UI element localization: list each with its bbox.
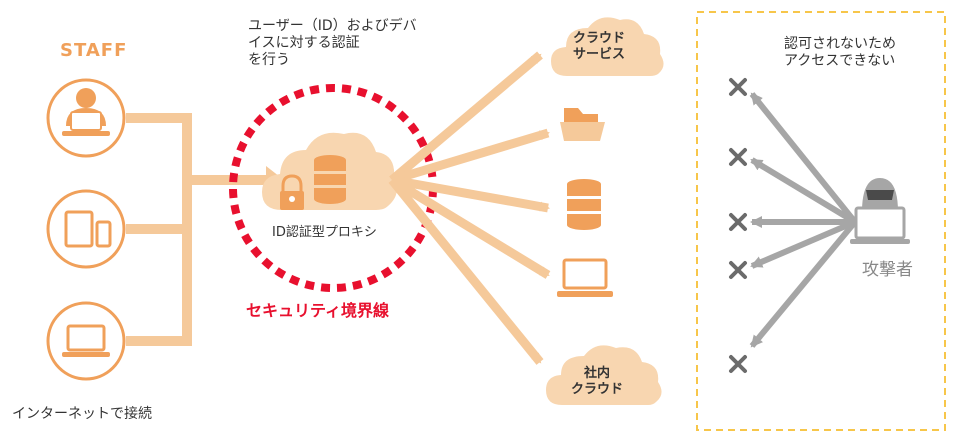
connection-label: インターネットで接続: [12, 406, 152, 422]
denied-line-2: アクセスできない: [784, 53, 896, 69]
folder-icon: [560, 108, 605, 141]
attack-zone-box: [696, 11, 946, 431]
denied-line-1: 認可されないため: [784, 36, 896, 52]
hacker-icon: [850, 178, 910, 244]
lock-icon: [280, 174, 304, 210]
perimeter-label: セキュリティ境界線: [246, 301, 390, 320]
internal-cloud-label: 社内 クラウド: [557, 366, 637, 398]
staff-device-laptop: [46, 301, 126, 381]
internal-cloud-line-2: クラウド: [570, 382, 623, 397]
internal-cloud-shape: [546, 345, 662, 405]
cloud-service-label: クラウド サービス: [559, 31, 639, 63]
staff-connectors: [126, 113, 268, 346]
cloud-service-line-1: クラウド: [572, 31, 625, 46]
internal-cloud-line-1: 社内: [583, 366, 610, 381]
identity-note-line-2: を行う: [248, 52, 290, 68]
identity-note-line-1: ユーザー（ID）およびデバイスに対する認証: [248, 18, 417, 51]
x-icon: [729, 148, 747, 166]
denied-note: 認可されないため アクセスできない: [784, 36, 896, 70]
user-laptop-icon: [62, 88, 110, 136]
staff-device-mobile: [46, 189, 126, 269]
identity-note: ユーザー（ID）およびデバイスに対する認証 を行う: [248, 18, 428, 69]
proxy-arrows: [388, 51, 551, 365]
database-icon: [567, 179, 601, 230]
cloud-database-icon: [262, 132, 397, 210]
x-icon: [729, 213, 747, 231]
x-icon: [729, 78, 747, 96]
cloud-service-line-2: サービス: [572, 47, 625, 62]
attack-arrows: [749, 92, 858, 348]
staff-device-pc: [46, 78, 126, 158]
attacker-label: 攻撃者: [862, 260, 913, 280]
tablet-phone-icon: [64, 210, 112, 248]
staff-title: STAFF: [60, 40, 128, 61]
cloud-service-shape: [551, 17, 664, 76]
x-icon: [729, 261, 747, 279]
laptop-icon: [557, 258, 613, 297]
x-icon: [729, 355, 747, 373]
proxy-label: ID認証型プロキシ: [272, 225, 377, 240]
laptop-icon: [62, 324, 110, 357]
